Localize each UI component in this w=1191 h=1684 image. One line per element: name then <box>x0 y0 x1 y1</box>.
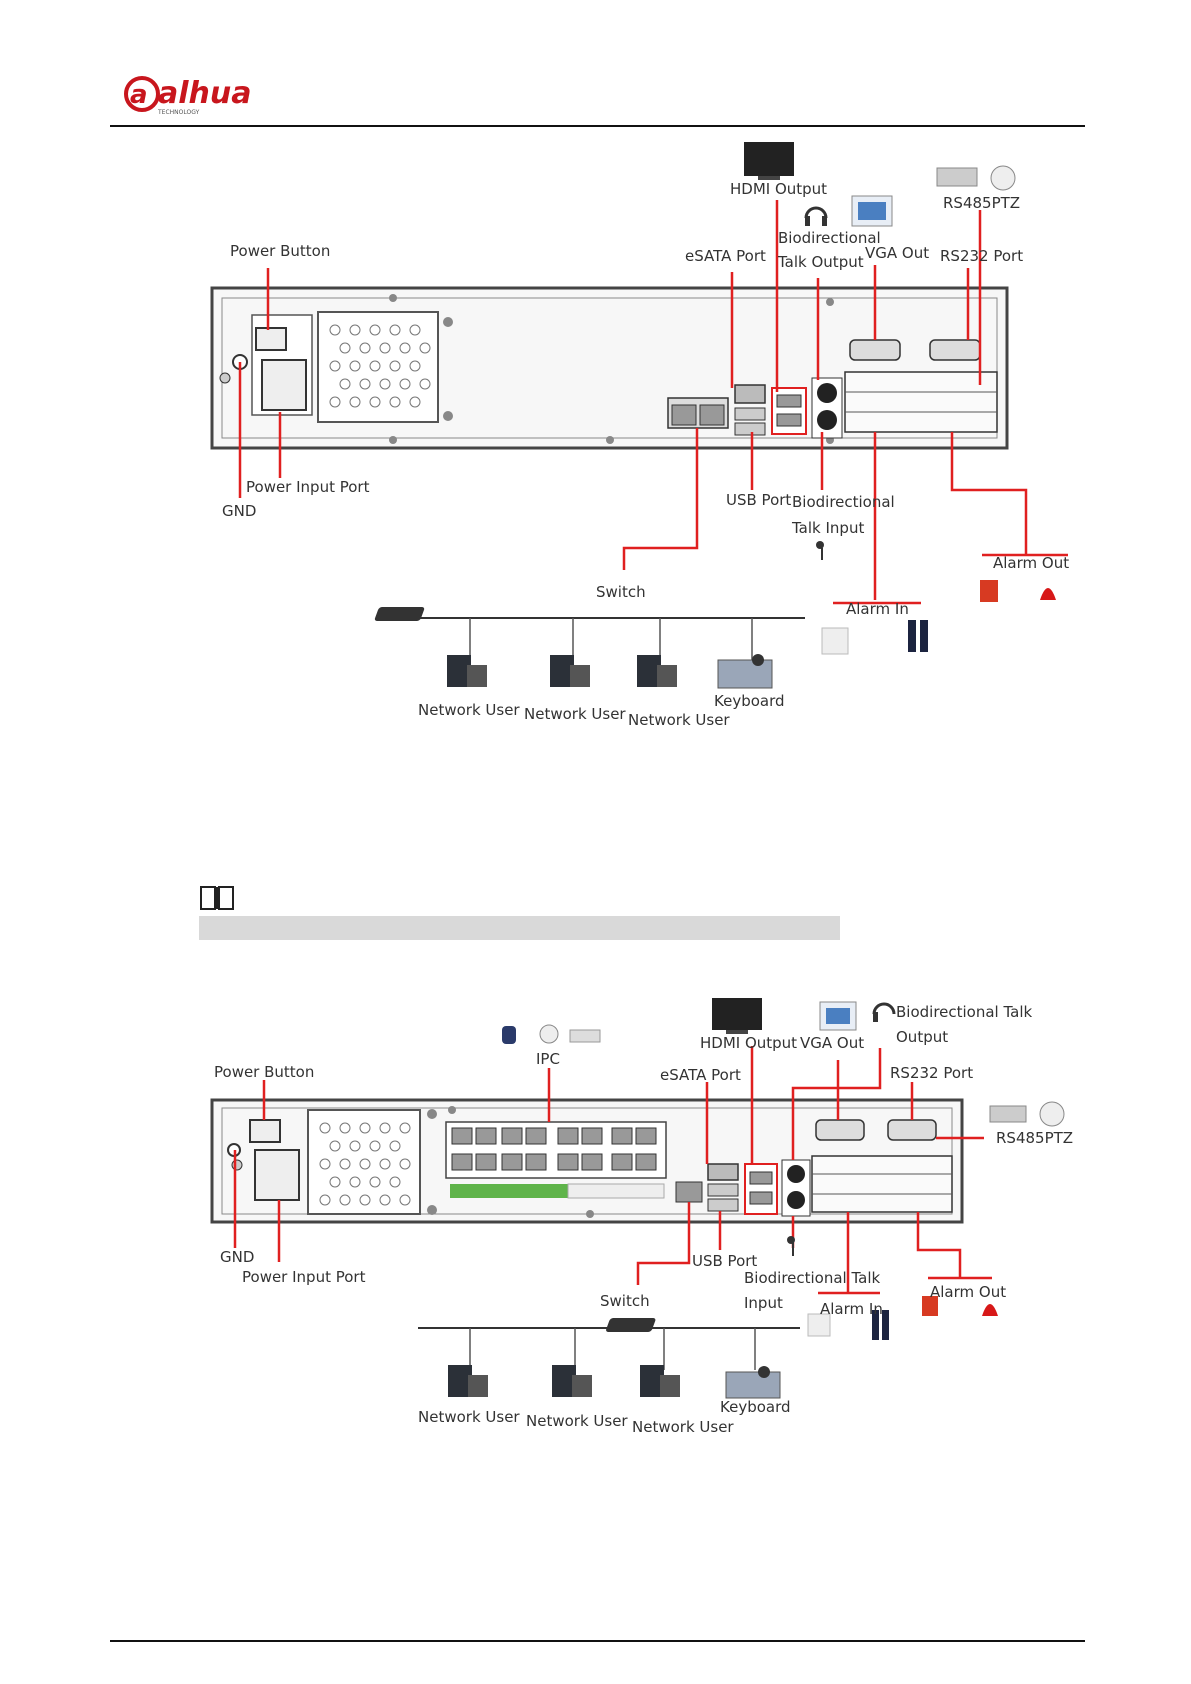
label-talk-output-1: Biodirectional Talk <box>896 1003 1033 1021</box>
label-switch: Switch <box>596 583 646 601</box>
label-hdmi-output: HDMI Output <box>730 180 827 198</box>
label-gnd: GND <box>220 1248 254 1266</box>
label-alarm-out: Alarm Out <box>930 1283 1006 1301</box>
nvr-rear-panel-2 <box>210 1098 964 1224</box>
dahua-logo: a alhua TECHNOLOGY <box>124 76 252 116</box>
siren-icon <box>922 1296 998 1316</box>
label-rs485ptz: RS485PTZ <box>996 1129 1073 1147</box>
monitor-icon <box>744 142 794 180</box>
vga-monitor-icon <box>819 1001 857 1031</box>
microphone-icon <box>787 1236 795 1256</box>
header-rule <box>110 125 1085 127</box>
connection-wires-1 <box>238 200 1068 605</box>
connection-wires-2 <box>233 1046 992 1295</box>
ipc-camera-icon <box>502 1024 601 1044</box>
logo-text: alhua <box>158 76 252 111</box>
label-keyboard: Keyboard <box>714 692 785 710</box>
network-bus-2 <box>418 1318 800 1370</box>
sensor-icon <box>821 620 928 655</box>
keyboard-controller-icon <box>717 654 773 689</box>
label-talk-output-2: Output <box>896 1028 948 1046</box>
label-network-user-3: Network User <box>632 1418 734 1436</box>
label-esata-port: eSATA Port <box>660 1066 741 1084</box>
microphone-icon <box>816 541 824 560</box>
label-network-user-2: Network User <box>526 1412 628 1430</box>
keyboard-controller-icon <box>725 1366 781 1399</box>
label-keyboard: Keyboard <box>720 1398 791 1416</box>
label-power-button: Power Button <box>230 242 330 260</box>
speed-dome-camera-icon <box>989 1101 1065 1127</box>
label-network-user-1: Network User <box>418 1408 520 1426</box>
label-alarm-in: Alarm In <box>846 600 909 618</box>
label-usb-port: USB Port <box>726 491 791 509</box>
label-vga-out: VGA Out <box>800 1034 864 1052</box>
label-rs232-port: RS232 Port <box>890 1064 973 1082</box>
vga-monitor-icon <box>851 195 893 227</box>
sensor-icon <box>807 1310 889 1340</box>
label-rs232-port: RS232 Port <box>940 247 1023 265</box>
label-gnd: GND <box>222 502 256 520</box>
label-power-input-port: Power Input Port <box>242 1268 366 1286</box>
connection-diagram-1: HDMI Output RS485PTZ Biodirectional Talk… <box>210 142 1069 729</box>
label-hdmi-output: HDMI Output <box>700 1034 797 1052</box>
label-talk-input-2: Input <box>744 1294 783 1312</box>
label-esata-port: eSATA Port <box>685 247 766 265</box>
label-vga-out: VGA Out <box>865 244 929 262</box>
label-alarm-in: Alarm In <box>820 1300 883 1318</box>
note-redacted-bar <box>199 916 840 940</box>
label-talk-input-1: Biodirectional <box>792 493 895 511</box>
speed-dome-camera-icon <box>936 165 1016 191</box>
siren-icon <box>980 580 1056 602</box>
network-user-pc-icon <box>448 1365 680 1397</box>
monitor-icon <box>712 998 762 1034</box>
label-ipc: IPC <box>536 1050 560 1068</box>
label-power-input-port: Power Input Port <box>246 478 370 496</box>
label-network-user-1: Network User <box>418 701 520 719</box>
footer-rule <box>110 1640 1085 1642</box>
label-talk-input-2: Talk Input <box>791 519 864 537</box>
label-alarm-out: Alarm Out <box>993 554 1069 572</box>
network-bus-1 <box>374 607 805 660</box>
label-talk-output-1: Biodirectional <box>778 229 881 247</box>
logo-tagline: TECHNOLOGY <box>157 109 200 116</box>
headset-icon <box>804 206 828 226</box>
label-power-button: Power Button <box>214 1063 314 1081</box>
book-note-icon <box>200 886 234 910</box>
label-switch: Switch <box>600 1292 650 1310</box>
label-usb-port: USB Port <box>692 1252 757 1270</box>
label-rs485ptz: RS485PTZ <box>943 194 1020 212</box>
label-talk-input-1: Biodirectional Talk <box>744 1269 881 1287</box>
label-network-user-2: Network User <box>524 705 626 723</box>
network-user-pc-icon <box>447 655 677 687</box>
nvr-rear-panel-1 <box>210 286 1009 450</box>
label-talk-output-2: Talk Output <box>777 253 864 271</box>
label-network-user-3: Network User <box>628 711 730 729</box>
headset-icon <box>872 1002 896 1022</box>
svg-text:a: a <box>130 80 148 110</box>
